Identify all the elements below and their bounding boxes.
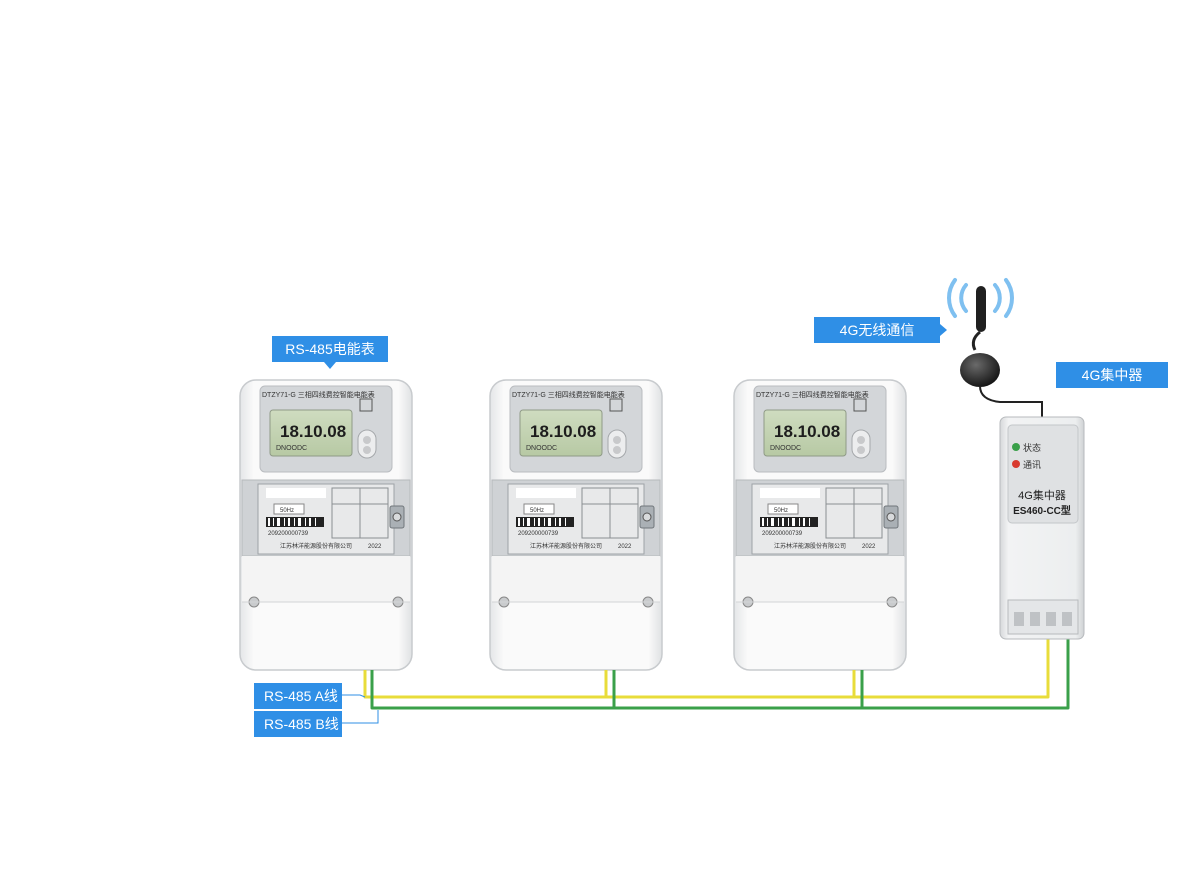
meter-2	[489, 379, 663, 671]
meter-group-label: RS-485电能表	[272, 336, 388, 369]
meter-3	[733, 379, 907, 671]
line-b-label: RS-485 B线	[254, 711, 342, 737]
meter-1	[239, 379, 413, 671]
label-connectors	[338, 694, 379, 724]
wireless-label: 4G无线通信	[814, 317, 947, 343]
antenna	[947, 278, 1043, 418]
concentrator-label: 4G集中器	[1056, 362, 1168, 388]
concentrator-model: ES460-CC型	[1013, 506, 1071, 517]
concentrator-comm-label: 通讯	[1023, 460, 1042, 470]
line-a-label: RS-485 A线	[254, 683, 342, 709]
bus-wires	[363, 635, 1070, 710]
concentrator-name: 4G集中器	[1018, 490, 1066, 502]
concentrator	[999, 416, 1085, 640]
concentrator-status-label: 状态	[1023, 443, 1042, 453]
